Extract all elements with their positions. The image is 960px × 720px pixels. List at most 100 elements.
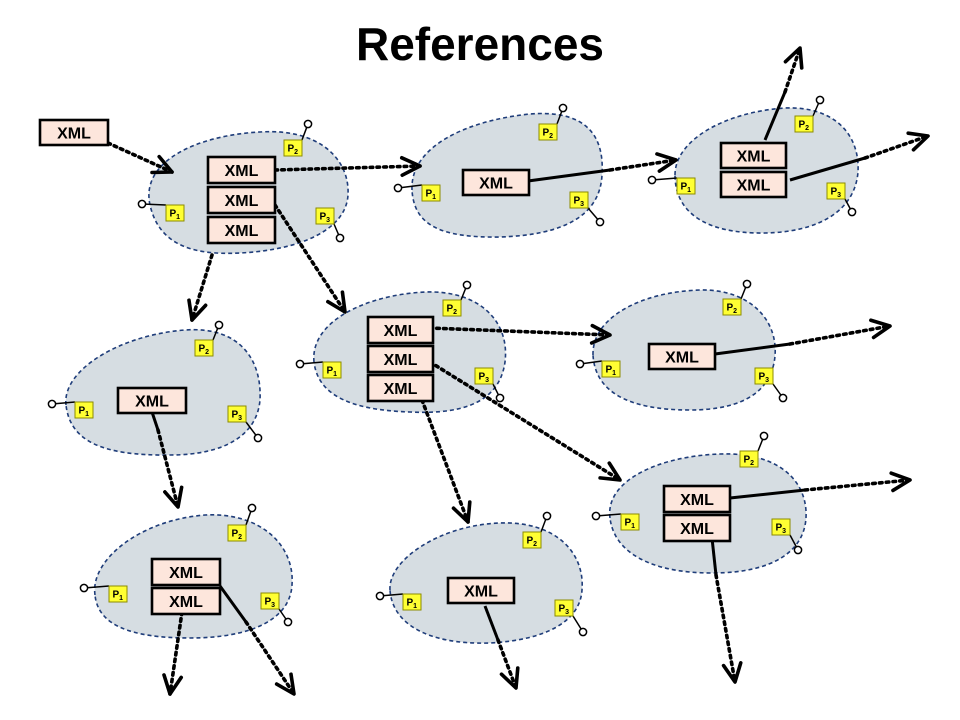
xml-document: XML (366, 373, 435, 403)
port-p1: P1 (393, 183, 441, 202)
port-box (569, 191, 589, 209)
port-label: P3 (265, 597, 276, 610)
port-p2: P2 (194, 320, 224, 357)
port-box (227, 524, 247, 542)
port-box (315, 207, 335, 225)
port-box (754, 367, 774, 385)
port-p3: P3 (826, 182, 857, 217)
port-label: P1 (681, 182, 692, 195)
xml-label: XML (680, 492, 714, 509)
port-p2: P2 (722, 279, 752, 316)
xml-box (366, 344, 435, 374)
port-terminal (214, 320, 224, 330)
xml-label: XML (57, 126, 91, 143)
port-label: P1 (426, 189, 437, 202)
xml-label: XML (225, 223, 259, 240)
arrowhead (163, 485, 184, 509)
xml-document: XML (150, 557, 222, 587)
xml-document: XML (446, 576, 516, 605)
port-box (402, 593, 422, 611)
port-box (421, 184, 441, 202)
port-label: P1 (170, 209, 181, 222)
port-box (108, 585, 128, 603)
reference-line (244, 620, 296, 696)
xml-label: XML (384, 323, 418, 340)
xml-document: XML (719, 170, 788, 199)
port-terminal (595, 217, 605, 227)
port-terminal (575, 359, 585, 369)
reference-line (729, 488, 806, 500)
xml-box (662, 484, 732, 514)
xml-label: XML (665, 350, 699, 367)
xml-document: XML (719, 141, 788, 170)
port-box (826, 182, 846, 200)
arrowhead (655, 152, 678, 173)
port-p2: P2 (794, 95, 825, 133)
port-label: P3 (831, 187, 842, 200)
xml-label: XML (169, 594, 203, 611)
xml-label: XML (737, 149, 771, 166)
xml-document: XML (206, 155, 277, 185)
port-label: P1 (407, 598, 418, 611)
port-label: P1 (113, 590, 124, 603)
port-terminal (335, 233, 345, 243)
port-p1: P1 (375, 591, 422, 611)
port-terminal (375, 591, 385, 601)
xml-label: XML (169, 565, 203, 582)
xml-box (206, 215, 277, 245)
reference-line (273, 203, 347, 314)
xml-box (150, 557, 222, 587)
xml-box (150, 586, 222, 616)
reference-line (156, 428, 180, 509)
port-terminal (283, 617, 293, 627)
references-layer (106, 46, 930, 696)
port-box (554, 599, 574, 617)
port-p2: P2 (739, 431, 769, 468)
xml-box (719, 141, 788, 170)
port-terminal (558, 103, 568, 113)
arrowhead (598, 461, 622, 482)
component-blob-3 (674, 107, 859, 234)
port-label: P1 (606, 365, 617, 378)
port-terminal (295, 359, 305, 369)
reference-line (420, 398, 470, 524)
port-label: P2 (447, 304, 458, 317)
arrowhead (162, 673, 184, 696)
reference-line (428, 360, 622, 482)
xml-box (647, 342, 717, 371)
port-p1: P1 (295, 359, 342, 379)
xml-label: XML (384, 352, 418, 369)
port-p1: P1 (575, 359, 621, 378)
xml-document: XML (116, 386, 188, 415)
arrowhead (150, 154, 174, 175)
port-terminal (79, 583, 89, 593)
xml-box (366, 315, 435, 345)
port-label: P2 (543, 128, 554, 141)
arrowhead (451, 500, 472, 524)
port-p1: P1 (47, 399, 94, 419)
port-terminal (253, 433, 263, 443)
port-p1: P1 (137, 199, 185, 222)
port-label: P2 (799, 120, 810, 133)
port-box (260, 592, 280, 610)
xml-box (446, 576, 516, 605)
xml-documents-layer: XML XML XML XML XML XML XML XML XML XML XML XML XML X… (38, 118, 788, 616)
port-label: P3 (574, 196, 585, 209)
xml-label: XML (135, 394, 169, 411)
port-p3: P3 (315, 207, 345, 243)
arrowhead (399, 156, 422, 177)
port-box (771, 518, 791, 536)
port-box (676, 177, 696, 195)
reference-line (608, 158, 678, 172)
port-box (722, 298, 742, 316)
arrowhead (326, 290, 347, 314)
xml-document: XML (461, 168, 531, 197)
port-p3: P3 (554, 599, 588, 637)
reference-line (788, 324, 892, 346)
port-box (739, 450, 759, 468)
port-terminal (247, 503, 257, 513)
xml-document: XML (647, 342, 717, 371)
xml-box (38, 118, 110, 147)
reference-line (783, 46, 802, 94)
port-box (601, 360, 621, 378)
